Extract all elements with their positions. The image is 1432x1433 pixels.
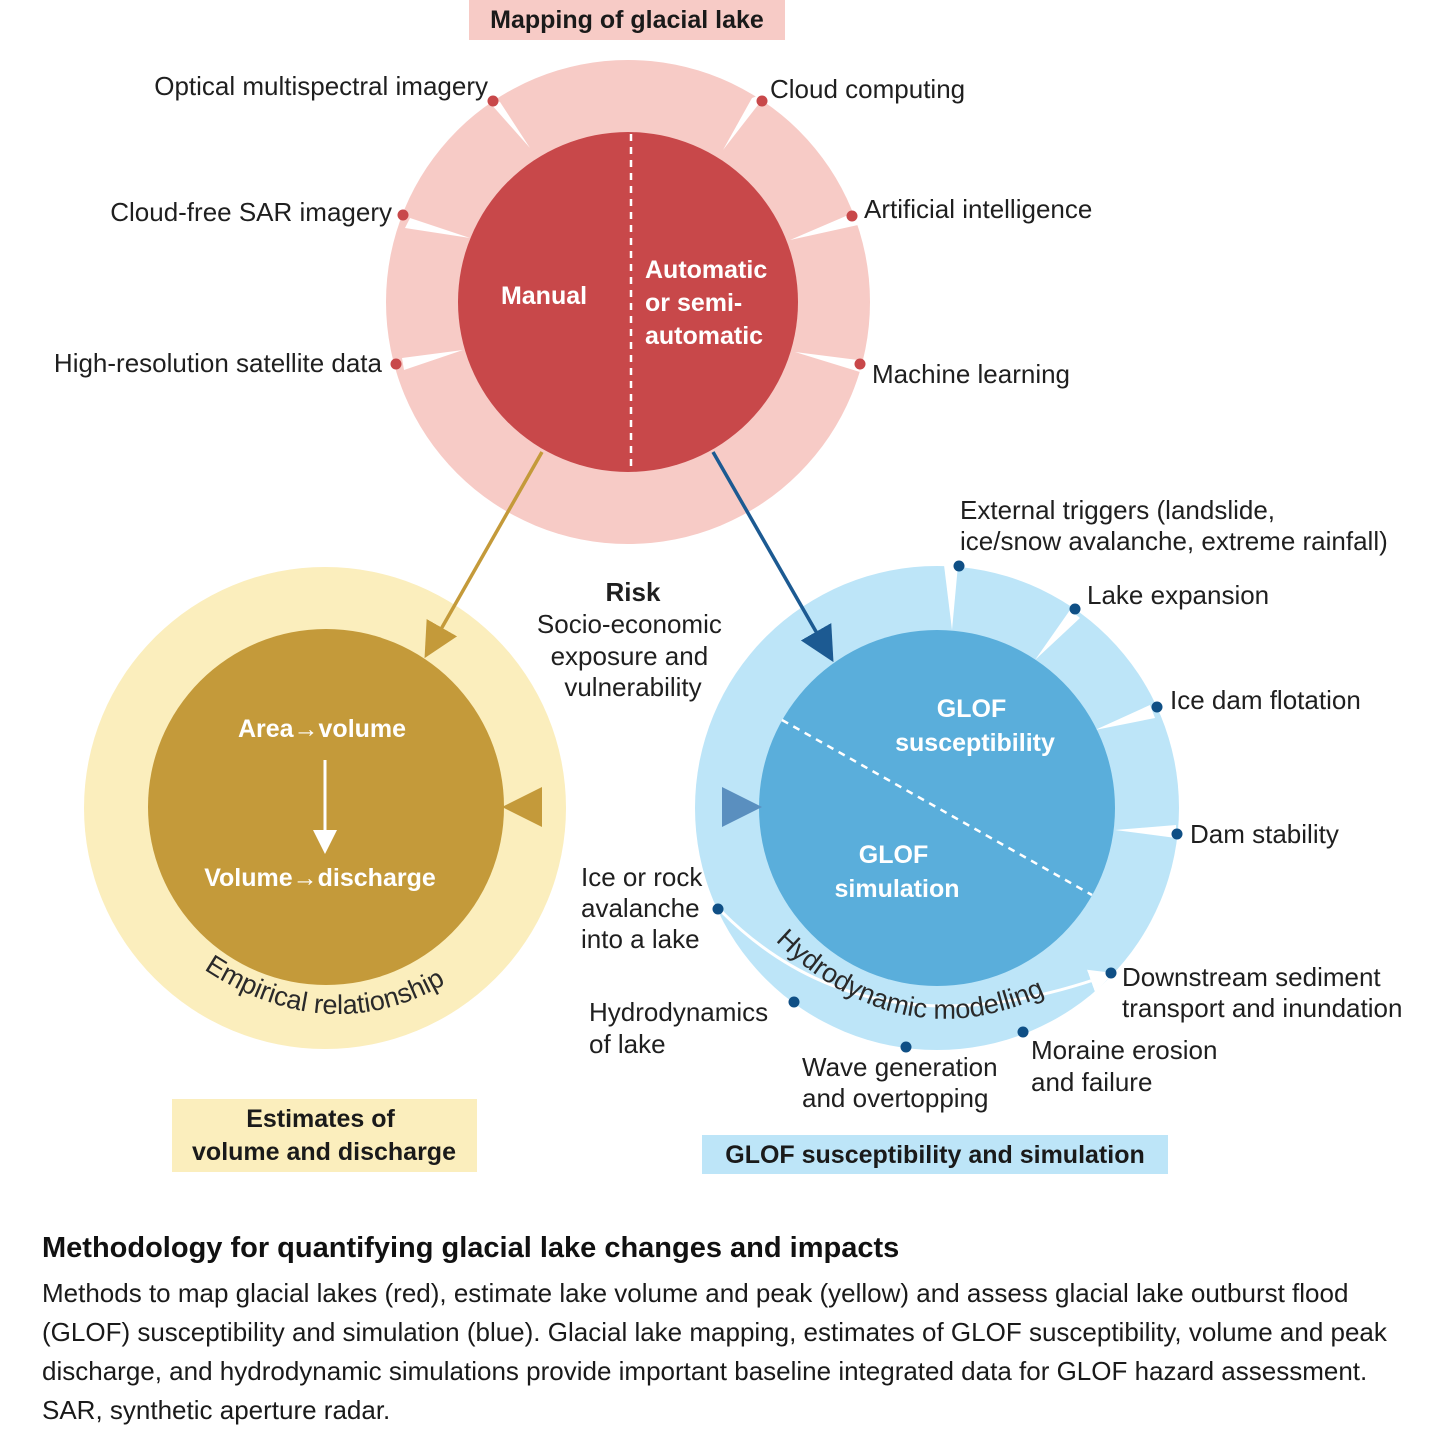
glof-item: Moraine erosion and failure: [1031, 1035, 1225, 1097]
caption-title: Methodology for quantifying glacial lake…: [42, 1232, 900, 1264]
glof-item: Ice dam flotation: [1170, 685, 1361, 715]
glof-item: Ice or rock avalanche into a lake: [581, 862, 710, 954]
manual-label: Manual: [501, 282, 587, 310]
hydro-arc-arrow: [720, 910, 1114, 1008]
glof-simulation-label: GLOF simulation: [834, 841, 959, 903]
mapping-item: High-resolution satellite data: [54, 348, 383, 378]
glof-item: Wave generation and overtopping: [802, 1052, 1005, 1113]
glof-dot: [953, 560, 965, 572]
volume-discharge-label: Volume→discharge: [204, 864, 436, 892]
mapping-dot: [854, 358, 866, 370]
mapping-header-bg: [469, 0, 785, 40]
mapping-ring-separators: [402, 92, 860, 372]
risk-block: Risk Socio-economic exposure and vulnera…: [537, 577, 729, 702]
volume-header-bg: [172, 1099, 477, 1172]
mapping-header: Mapping of glacial lake: [490, 6, 764, 34]
volume-group: Area→volume Volume→discharge Empirical r…: [84, 567, 566, 1172]
glof-dot: [1069, 603, 1081, 615]
mapping-dot: [390, 358, 402, 370]
glof-dot: [900, 1041, 912, 1053]
glof-dot: [712, 903, 724, 915]
arrow-mapping-to-volume: [424, 451, 544, 659]
area-volume-label: Area→volume: [238, 715, 406, 743]
glof-item: External triggers (landslide, ice/snow a…: [960, 495, 1388, 556]
glof-header-bg: [702, 1135, 1168, 1174]
glof-dot: [1105, 967, 1117, 979]
glof-susceptibility-label: GLOF susceptibility: [895, 695, 1055, 757]
glof-item: Lake expansion: [1087, 580, 1269, 610]
mapping-dot: [487, 95, 499, 107]
glof-item: Hydrodynamics of lake: [589, 997, 775, 1059]
caption-body: Methods to map glacial lakes (red), esti…: [42, 1278, 1387, 1425]
mapping-item: Machine learning: [872, 359, 1070, 389]
glof-dot: [1151, 701, 1163, 713]
glof-inner-circle: [759, 630, 1115, 986]
glof-item: Downstream sediment transport and inunda…: [1122, 962, 1402, 1023]
methodology-diagram: Mapping of glacial lake Manual Automatic…: [54, 0, 1402, 1174]
risk-title: Risk: [606, 577, 661, 607]
glof-dot: [788, 996, 800, 1008]
mapping-group: Mapping of glacial lake Manual Automatic…: [54, 0, 1092, 544]
mapping-dot: [846, 210, 858, 222]
glof-dot: [1171, 828, 1183, 840]
mapping-item: Cloud-free SAR imagery: [110, 197, 392, 227]
mapping-item: Optical multispectral imagery: [154, 71, 488, 101]
mapping-item: Artificial intelligence: [864, 194, 1092, 224]
mapping-items: Optical multispectral imagery Cloud-free…: [54, 71, 1092, 389]
glof-header: GLOF susceptibility and simulation: [725, 1141, 1145, 1169]
mapping-dot: [756, 95, 768, 107]
automatic-label: Automatic or semi- automatic: [645, 256, 774, 350]
mapping-dot: [397, 209, 409, 221]
mapping-inner-circle: [458, 132, 798, 472]
connectors: [424, 451, 834, 827]
glof-dot: [1017, 1026, 1029, 1038]
figure-caption: Methodology for quantifying glacial lake…: [42, 1228, 1412, 1430]
volume-header: Estimates of volume and discharge: [192, 1105, 456, 1166]
glof-item: Dam stability: [1190, 819, 1339, 849]
glof-group: GLOF susceptibility GLOF simulation Hydr…: [581, 495, 1402, 1174]
arrow-mapping-to-glof: [711, 451, 834, 663]
risk-description: Socio-economic exposure and vulnerabilit…: [537, 609, 729, 702]
mapping-item: Cloud computing: [770, 74, 965, 104]
glof-ring-separators: [944, 565, 1176, 838]
glof-items: External triggers (landslide, ice/snow a…: [581, 495, 1402, 1113]
